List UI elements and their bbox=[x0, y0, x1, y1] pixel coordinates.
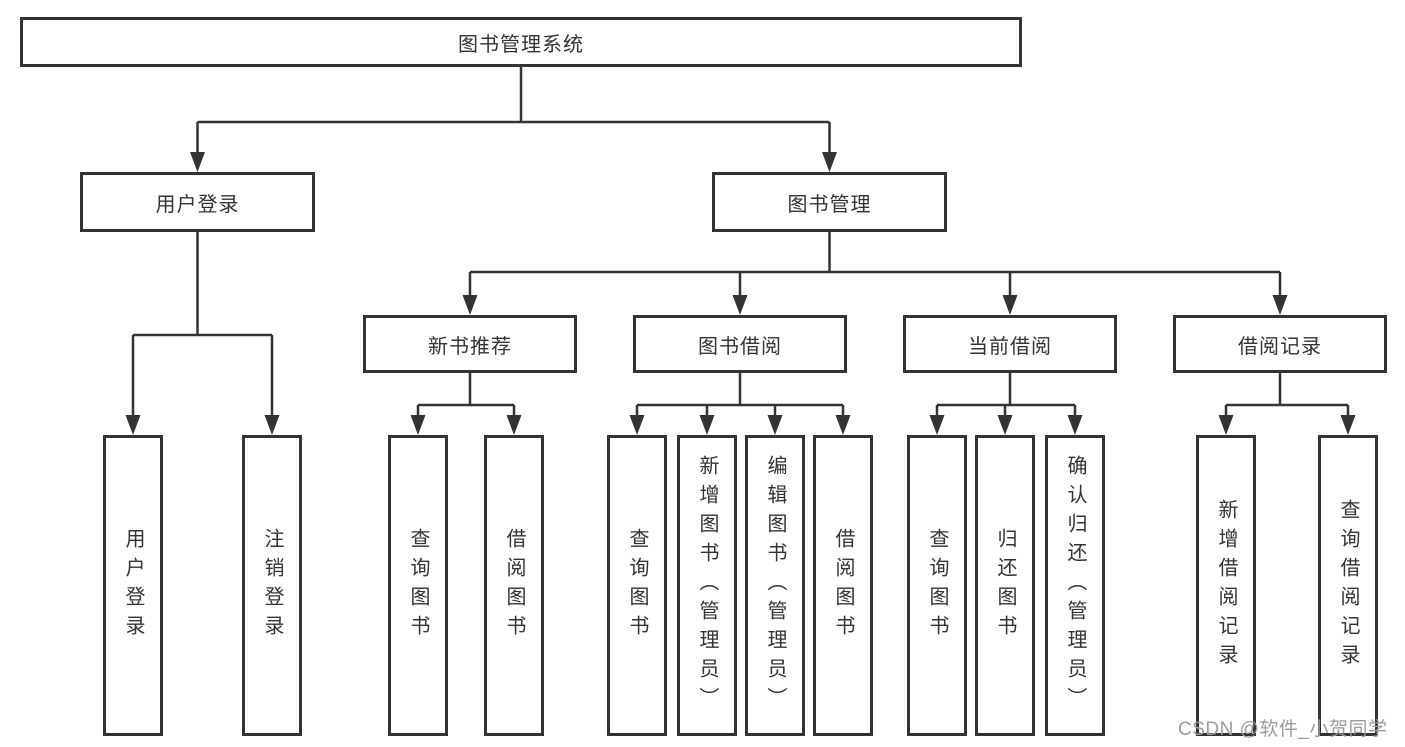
leaf-label: 编辑图书（管理员） bbox=[764, 455, 786, 716]
leaf-label: 新增图书（管理员） bbox=[696, 455, 718, 716]
leaf-label: 用户登录 bbox=[122, 527, 144, 644]
leaf-query-books-recommend: 查询图书 bbox=[388, 435, 448, 736]
leaf-label: 注销登录 bbox=[261, 527, 283, 644]
leaf-label: 新增借阅记录 bbox=[1215, 498, 1237, 673]
leaf-borrow-books-recommend: 借阅图书 bbox=[484, 435, 544, 736]
watermark: CSDN @软件_小贺同学 bbox=[1178, 719, 1388, 740]
leaf-user-login: 用户登录 bbox=[103, 435, 163, 736]
leaf-label: 归还图书 bbox=[994, 527, 1016, 644]
leaf-label: 查询图书 bbox=[407, 527, 429, 644]
leaf-label: 借阅图书 bbox=[503, 527, 525, 644]
node-user-login-branch: 用户登录 bbox=[80, 172, 315, 232]
leaf-return-books: 归还图书 bbox=[975, 435, 1035, 736]
leaf-query-borrow-record: 查询借阅记录 bbox=[1318, 435, 1378, 736]
leaf-label: 借阅图书 bbox=[832, 527, 854, 644]
leaf-label: 查询借阅记录 bbox=[1337, 498, 1359, 673]
leaf-borrow-books: 借阅图书 bbox=[813, 435, 873, 736]
leaf-label: 查询图书 bbox=[626, 527, 648, 644]
node-new-book-recommendation: 新书推荐 bbox=[363, 315, 577, 373]
leaf-edit-books-admin: 编辑图书（管理员） bbox=[745, 435, 805, 736]
leaf-logout: 注销登录 bbox=[242, 435, 302, 736]
leaf-label: 查询图书 bbox=[926, 527, 948, 644]
leaf-query-books-borrowing: 查询图书 bbox=[607, 435, 667, 736]
leaf-query-books-current: 查询图书 bbox=[907, 435, 967, 736]
connector-stems bbox=[131, 67, 1350, 415]
leaf-confirm-return-admin: 确认归还（管理员） bbox=[1045, 435, 1105, 736]
node-current-borrowing: 当前借阅 bbox=[903, 315, 1117, 373]
node-borrowing-records: 借阅记录 bbox=[1173, 315, 1387, 373]
leaf-add-borrow-record: 新增借阅记录 bbox=[1196, 435, 1256, 736]
leaf-add-books-admin: 新增图书（管理员） bbox=[677, 435, 737, 736]
leaf-label: 确认归还（管理员） bbox=[1064, 455, 1086, 716]
node-book-borrowing: 图书借阅 bbox=[633, 315, 847, 373]
node-book-management-branch: 图书管理 bbox=[712, 172, 947, 232]
node-root-library-management-system: 图书管理系统 bbox=[20, 17, 1022, 67]
